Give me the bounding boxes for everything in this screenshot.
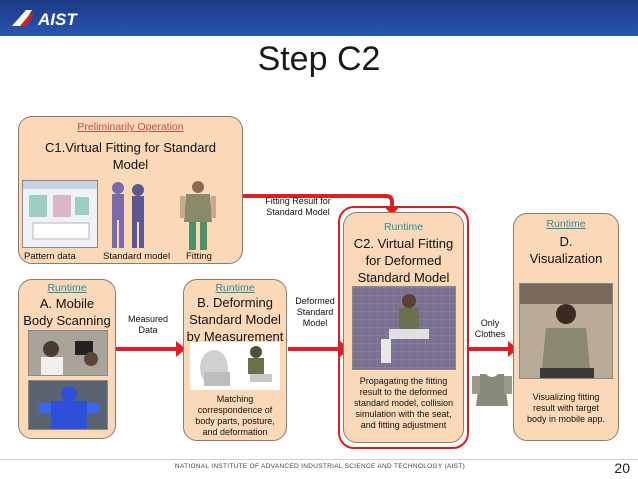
d-tag: Runtime xyxy=(546,218,586,230)
d-title: D.Visualization xyxy=(529,234,603,266)
body-scan-photo xyxy=(28,380,108,430)
label-pattern-data: Pattern data xyxy=(24,251,76,262)
c1-tag: Preliminarily Operation xyxy=(77,121,184,133)
arrow-a-to-b-head xyxy=(176,341,186,357)
c2-simulation-image xyxy=(352,286,456,370)
visualization-photo xyxy=(519,283,613,379)
label-fitting: Fitting xyxy=(186,251,212,262)
a-tag: Runtime xyxy=(47,282,87,294)
footer-divider xyxy=(0,459,638,460)
standard-model-image xyxy=(102,178,152,252)
logo-text: AIST xyxy=(37,10,78,29)
mobile-scanning-photo xyxy=(28,330,108,376)
deformed-model-image xyxy=(190,342,280,390)
page-number: 20 xyxy=(614,460,630,476)
arrow-c1-to-c2-head xyxy=(384,206,400,216)
page-title: Step C2 xyxy=(257,40,381,78)
header-bar xyxy=(0,0,638,36)
pattern-data-image xyxy=(22,180,98,248)
c2-highlight xyxy=(338,206,469,449)
aist-logo: AIST xyxy=(8,4,118,32)
fitting-model-image xyxy=(176,178,220,252)
footer-text: NATIONAL INSTITUTE OF ADVANCED INDUSTRIA… xyxy=(174,463,466,470)
arrow-c1-to-c2 xyxy=(232,194,394,208)
clothes-image xyxy=(472,368,512,410)
c2-tag: Runtime xyxy=(383,221,424,233)
label-standard-model: Standard model xyxy=(103,251,171,262)
b-tag: Runtime xyxy=(215,282,255,294)
